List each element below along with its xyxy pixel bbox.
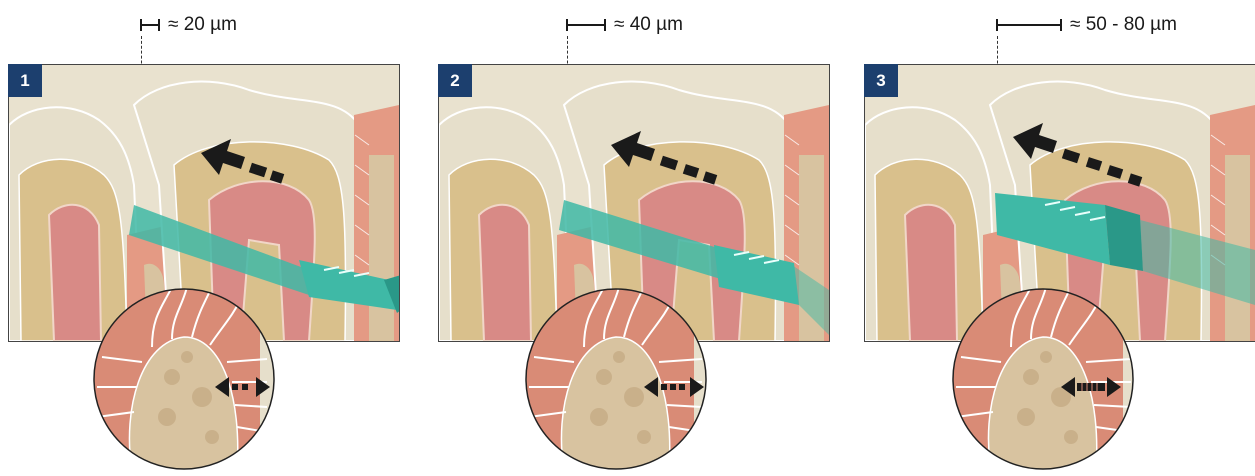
panel-1: ≈ 20 µm [0,0,400,476]
scale-label: ≈ 20 µm [168,14,237,36]
scale-label: ≈ 40 µm [614,14,683,36]
scale-indicator: ≈ 20 µm [140,12,237,38]
scale-bar-icon [996,19,1062,31]
scale-label: ≈ 50 - 80 µm [1070,14,1177,36]
scale-bar-icon [140,19,160,31]
panel-2: ≈ 40 µm [430,0,830,476]
zoom-detail [524,287,708,471]
panel-3: ≈ 50 - 80 µm [855,0,1255,476]
scale-bar-icon [566,19,606,31]
panel-number-badge: 2 [438,64,472,97]
zoom-detail [951,287,1135,471]
zoom-detail [92,287,276,471]
scale-indicator: ≈ 50 - 80 µm [996,12,1177,38]
panel-number-badge: 3 [864,64,898,97]
panel-number-badge: 1 [8,64,42,97]
scale-indicator: ≈ 40 µm [566,12,683,38]
